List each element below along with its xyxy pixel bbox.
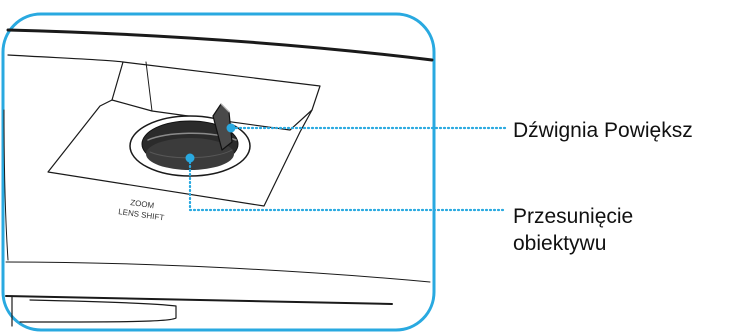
projector-front-curve [5, 261, 431, 283]
projector-edge-line [3, 109, 9, 261]
lens-shift-label-line-2: obiektywu [513, 232, 607, 255]
lens-shift-dot [185, 153, 195, 163]
projector-base-groove [11, 295, 177, 327]
lens-shift-label-line-1: Przesunięcie [513, 205, 634, 228]
projector-illustration [3, 28, 434, 327]
zoom-lever-label: Dźwignia Powiększ [513, 119, 693, 142]
zoom-lever-dot [226, 123, 236, 133]
lens-shift-leader-line [188, 156, 508, 212]
lens-shift-label: Przesunięcie obiektywu [513, 203, 633, 257]
zoom-marking: ZOOM [130, 198, 155, 210]
projector-side-edge [7, 54, 124, 101]
projector-base-edge [5, 295, 393, 305]
projector-top-edge [6, 28, 434, 62]
control-recess-outer [47, 61, 321, 207]
callout-leaders [188, 126, 508, 212]
recess-corner-line [145, 61, 153, 112]
